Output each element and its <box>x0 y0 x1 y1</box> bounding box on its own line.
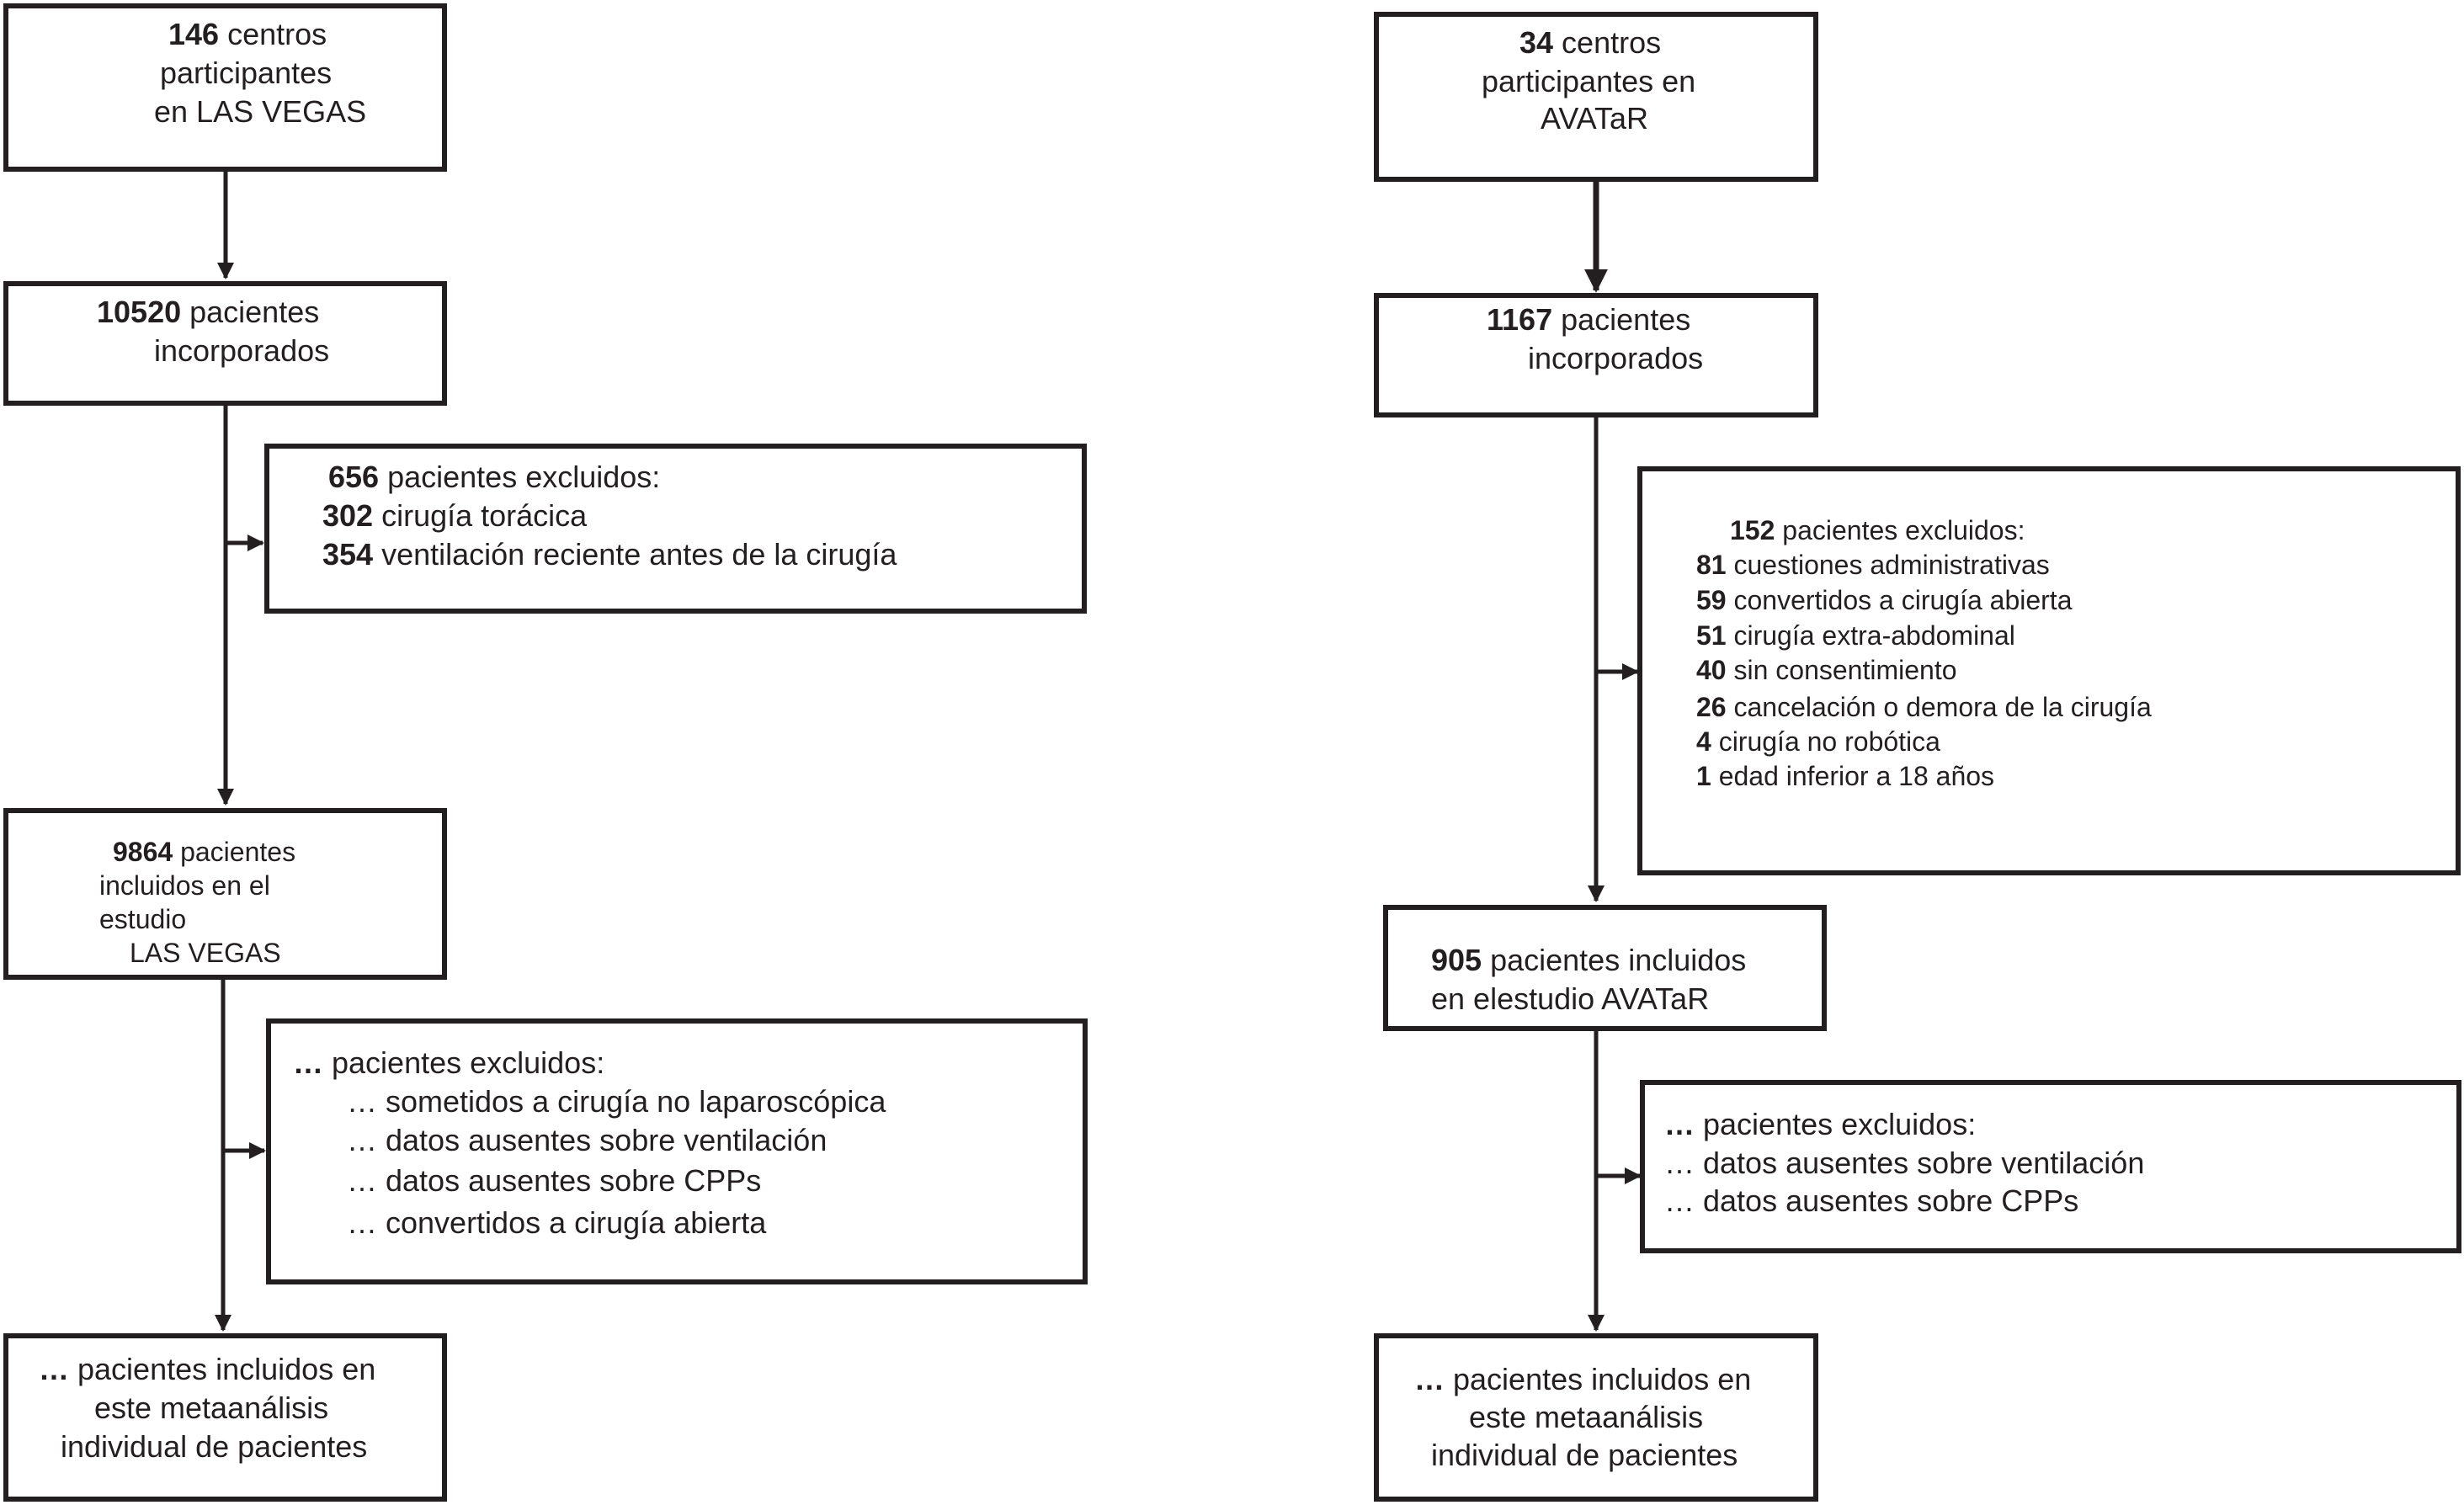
right-centers-box <box>1374 12 1818 182</box>
left-excluded1-box <box>264 444 1087 614</box>
left-final-box <box>3 1333 447 1502</box>
left-centers-text: 146 centros <box>168 17 327 51</box>
left-excluded2-item: … datos ausentes sobre ventilación <box>347 1123 828 1157</box>
right-incorporated-text: 1167 pacientes <box>1487 302 1691 337</box>
right-centers-text: 34 centros <box>1519 25 1662 60</box>
right-included-text-2: en elestudio AVATaR <box>1431 981 1710 1016</box>
right-final-text-2: este metaanálisis <box>1469 1400 1704 1434</box>
left-included-text: 9864 pacientes <box>113 837 296 867</box>
left-final-text-3: individual de pacientes <box>61 1429 368 1464</box>
right-excluded1-item: 59 convertidos a cirugía abierta <box>1696 585 2073 615</box>
left-excluded2-item: … convertidos a cirugía abierta <box>347 1205 767 1240</box>
right-excluded1-box <box>1637 466 2461 875</box>
right-excluded1-item: 4 cirugía no robótica <box>1696 726 1940 757</box>
left-incorporated-text: 10520 pacientes <box>97 295 320 329</box>
left-excluded2-box <box>266 1018 1088 1284</box>
right-final-text-3: individual de pacientes <box>1431 1438 1738 1472</box>
left-final-text: … pacientes incluidos en <box>39 1352 376 1386</box>
right-excluded1-item: 51 cirugía extra-abdominal <box>1696 620 2015 651</box>
left-excluded2-head: … pacientes excluidos: <box>293 1045 605 1080</box>
right-excluded2-item: … datos ausentes sobre ventilación <box>1664 1146 2145 1180</box>
right-included-text: 905 pacientes incluidos <box>1431 943 1747 977</box>
right-centers-text-3: AVATaR <box>1541 101 1649 136</box>
left-excluded1-item: 354 ventilación reciente antes de la cir… <box>322 537 897 572</box>
right-excluded2-box <box>1640 1080 2461 1253</box>
right-excluded2-item: … datos ausentes sobre CPPs <box>1664 1183 2079 1218</box>
left-incorporated-text-2: incorporados <box>154 333 330 368</box>
right-excluded2-head: … pacientes excluidos: <box>1664 1107 1977 1141</box>
right-final-box <box>1374 1333 1818 1502</box>
left-final-text-2: este metaanálisis <box>94 1391 329 1425</box>
right-incorporated-box <box>1374 293 1818 417</box>
right-excluded1-item: 40 sin consentimiento <box>1696 655 1957 685</box>
right-excluded1-item: 81 cuestiones administrativas <box>1696 550 2050 580</box>
left-included-text-3: estudio <box>99 904 187 934</box>
right-centers-text-2: participantes en <box>1482 64 1696 98</box>
right-incorporated-text-2: incorporados <box>1528 341 1704 375</box>
left-centers-text-2: participantes <box>160 56 333 90</box>
right-excluded1-item: 26 cancelación o demora de la cirugía <box>1696 692 2152 722</box>
left-excluded1-head: 656 pacientes excluidos: <box>328 460 661 494</box>
left-included-text-2: incluidos en el <box>99 870 270 901</box>
right-excluded1-item: 1 edad inferior a 18 años <box>1696 761 1995 791</box>
right-excluded1-head: 152 pacientes excluidos: <box>1730 515 2025 545</box>
left-excluded2-item: … datos ausentes sobre CPPs <box>347 1163 762 1198</box>
left-centers-text-3: en LAS VEGAS <box>154 94 367 129</box>
left-excluded2-item: … sometidos a cirugía no laparoscópica <box>347 1084 886 1119</box>
left-incorporated-box <box>3 281 447 406</box>
right-final-text: … pacientes incluidos en <box>1414 1362 1752 1396</box>
left-included-text-4: LAS VEGAS <box>130 938 281 968</box>
left-included-box <box>3 808 447 980</box>
right-included-box <box>1383 905 1827 1031</box>
left-excluded1-item: 302 cirugía torácica <box>322 498 588 533</box>
left-centers-box <box>3 3 447 172</box>
